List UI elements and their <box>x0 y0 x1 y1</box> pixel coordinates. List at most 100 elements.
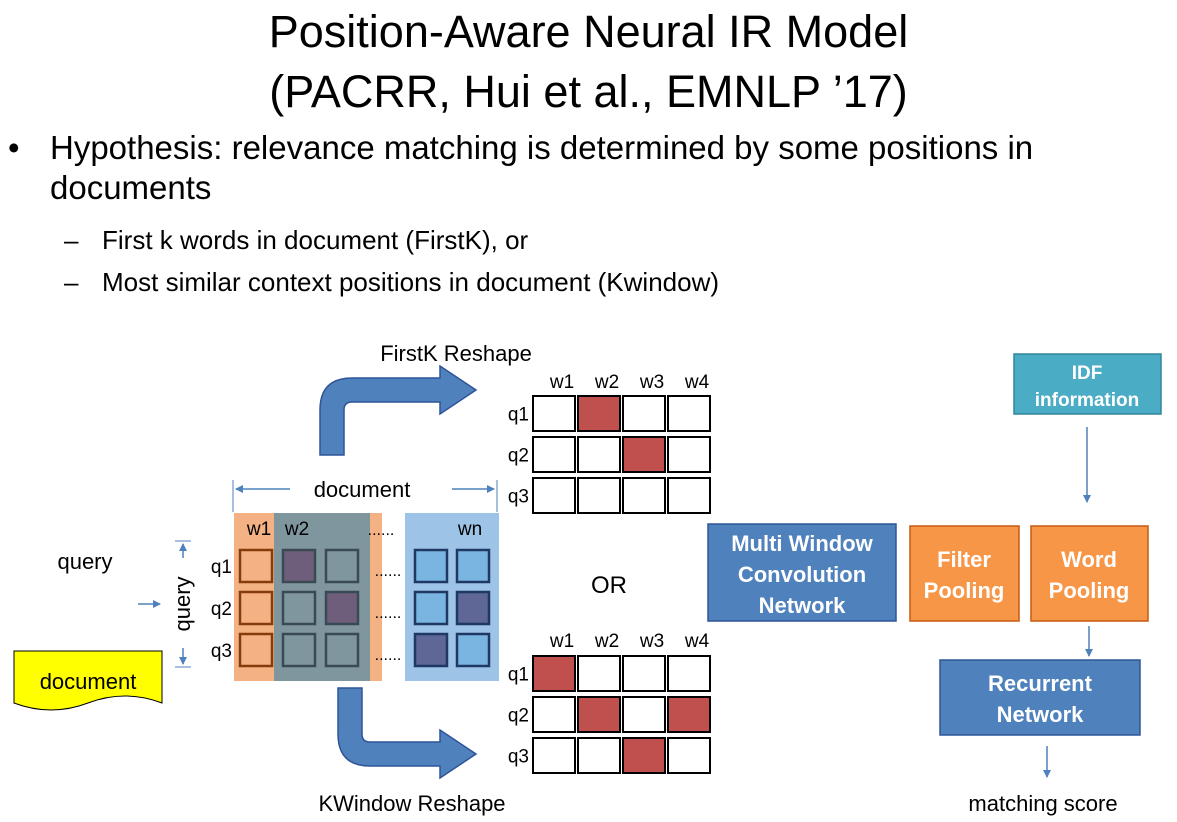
matrix-cell-blue <box>455 548 491 584</box>
grid-cell <box>532 436 576 473</box>
matrix-col-label-wn: wn <box>457 519 482 540</box>
conv-box-line1: Multi Window <box>731 531 873 556</box>
matrix-cell-w1 <box>238 548 274 584</box>
grid-cell-highlight <box>622 737 666 774</box>
matrix-cell-blue <box>413 548 449 584</box>
grid-row-label: q1 <box>508 665 529 686</box>
idf-box-line2: information <box>1035 390 1140 411</box>
matrix-cell-w1 <box>238 590 274 626</box>
grid-row-label: q2 <box>508 706 529 727</box>
grid-col-label: w4 <box>684 372 710 393</box>
matrix-ellipsis: ...... <box>375 563 402 580</box>
similarity-matrix-cells <box>238 548 491 668</box>
grid-row-label: q2 <box>508 446 529 467</box>
grid-cell <box>532 395 576 432</box>
document-input-label: document <box>40 669 137 694</box>
kwindow-reshape-label: KWindow Reshape <box>318 791 505 816</box>
grid-cell-highlight <box>577 696 621 733</box>
grid-cell <box>622 395 666 432</box>
matrix-cell-w1 <box>238 632 274 668</box>
idf-box-line1: IDF <box>1072 363 1103 384</box>
grid-col-label: w4 <box>684 631 710 652</box>
grid-cell <box>577 477 621 514</box>
document-span-label: document <box>314 477 411 502</box>
matrix-cell-gray <box>324 590 360 626</box>
grid-cell <box>577 655 621 692</box>
sub-bullet-firstk: First k words in document (FirstK), or <box>102 225 529 255</box>
bullet-hypothesis-line2: documents <box>50 169 212 206</box>
matrix-cell-blue <box>413 590 449 626</box>
firstk-reshape-label: FirstK Reshape <box>380 341 532 366</box>
matrix-cell-blue <box>455 632 491 668</box>
matching-score-label: matching score <box>968 791 1117 816</box>
firstk-reshape-arrow <box>319 364 478 456</box>
grid-cell-highlight <box>532 655 576 692</box>
bullet-marker: • <box>8 129 20 166</box>
slide-title-line1: Position-Aware Neural IR Model <box>268 6 909 57</box>
filter-box-line1: Filter <box>937 547 991 572</box>
grid-cell <box>622 696 666 733</box>
matrix-cell-gray <box>281 632 317 668</box>
recurrent-network-box <box>939 659 1141 736</box>
matrix-row-label: q3 <box>211 641 232 662</box>
conv-box-line3: Network <box>759 593 847 618</box>
grid-row-label: q3 <box>508 747 529 768</box>
grid-cell <box>532 737 576 774</box>
kwindow-grid: w1 w2 w3 w4 q1 q2 q3 <box>508 631 711 774</box>
idf-information-box <box>1013 353 1162 415</box>
filter-pooling-box <box>909 525 1020 622</box>
query-axis-label: query <box>170 576 195 631</box>
query-label: query <box>57 549 112 574</box>
grid-cell <box>622 477 666 514</box>
grid-cell <box>667 436 711 473</box>
matrix-ellipsis: ...... <box>368 522 395 539</box>
grid-cell <box>667 477 711 514</box>
bullet-hypothesis-line1: Hypothesis: relevance matching is determ… <box>50 129 1034 166</box>
grid-col-label: w1 <box>549 631 574 652</box>
grid-col-label: w2 <box>594 631 619 652</box>
document-input-shape <box>13 650 163 711</box>
filter-box-line2: Pooling <box>924 578 1005 603</box>
or-label: OR <box>591 572 627 599</box>
grid-col-label: w3 <box>639 372 664 393</box>
rnn-box-line2: Network <box>997 702 1085 727</box>
matrix-cell-gray <box>324 632 360 668</box>
grid-cell <box>532 477 576 514</box>
conv-box-line2: Convolution <box>738 562 866 587</box>
matrix-col-label-w1: w1 <box>246 519 271 540</box>
grid-cell-highlight <box>667 696 711 733</box>
matrix-cell-gray <box>281 590 317 626</box>
matrix-ellipsis: ...... <box>375 605 402 622</box>
grid-cell <box>622 655 666 692</box>
grid-cell-highlight <box>577 395 621 432</box>
matrix-cell-gray <box>281 548 317 584</box>
grid-cell <box>667 655 711 692</box>
matrix-cell-blue <box>413 632 449 668</box>
grid-col-label: w3 <box>639 631 664 652</box>
grid-cell <box>667 737 711 774</box>
kwindow-reshape-arrow <box>337 687 478 780</box>
matrix-cell-gray <box>324 548 360 584</box>
rnn-box-line1: Recurrent <box>988 671 1093 696</box>
matrix-cell-blue <box>455 590 491 626</box>
grid-cell-highlight <box>622 436 666 473</box>
matrix-row-label: q1 <box>211 557 232 578</box>
matrix-col-label-w2: w2 <box>284 519 309 540</box>
grid-cell <box>577 436 621 473</box>
slide-title-line2: (PACRR, Hui et al., EMNLP ’17) <box>269 66 908 117</box>
sub-bullet-dash: – <box>64 267 79 297</box>
conv-network-box <box>707 523 897 622</box>
matrix-ellipsis: ...... <box>375 647 402 664</box>
word-pooling-box <box>1030 525 1149 622</box>
sub-bullet-dash: – <box>64 225 79 255</box>
grid-cell <box>667 395 711 432</box>
grid-col-label: w1 <box>549 372 574 393</box>
grid-cell <box>577 737 621 774</box>
word-box-line2: Pooling <box>1049 578 1130 603</box>
grid-row-label: q1 <box>508 405 529 426</box>
grid-cell <box>532 696 576 733</box>
word-box-line1: Word <box>1061 547 1117 572</box>
